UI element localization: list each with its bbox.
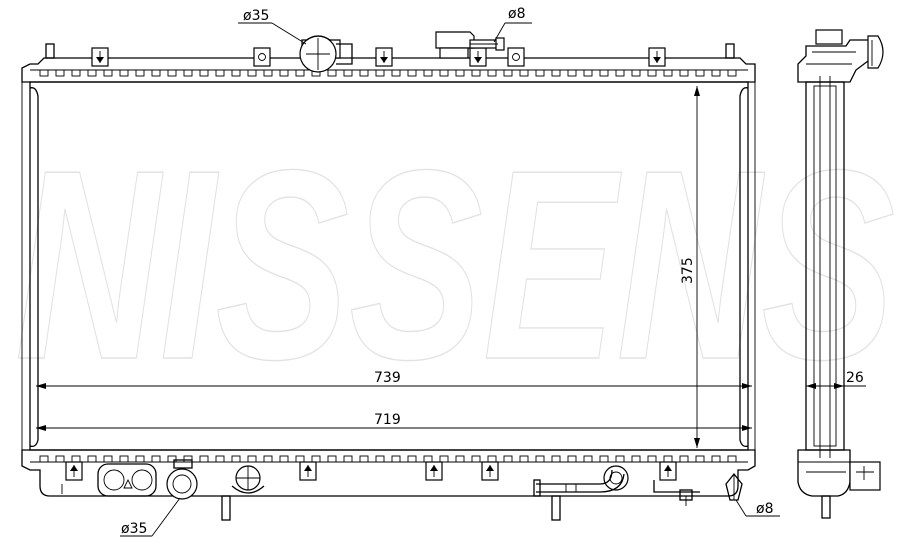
radiator-core — [21, 81, 756, 451]
dimension-core-width: 739 — [36, 370, 752, 389]
dimension-label-26: 26 — [846, 370, 864, 386]
label-bottom-outlet-diameter: ø35 — [121, 521, 147, 537]
callout-top-vent: ø8 — [493, 6, 532, 43]
dimension-label-719: 719 — [374, 412, 401, 428]
label-bottom-drain-diameter: ø8 — [756, 501, 773, 517]
dimension-core-height: 375 — [680, 86, 700, 448]
callout-bottom-drain: ø8 — [735, 499, 780, 517]
dimension-label-375: 375 — [680, 257, 696, 284]
callout-top-inlet: ø35 — [238, 8, 307, 45]
top-inlet-pipe — [299, 35, 353, 73]
filler-neck — [435, 31, 505, 59]
dimension-label-739: 739 — [374, 370, 401, 386]
side-view: 26 — [797, 29, 884, 519]
dimension-inner-width: 719 — [36, 412, 752, 431]
label-top-inlet-diameter: ø35 — [243, 8, 269, 24]
watermark: NISSENS — [15, 115, 896, 416]
front-view: 739 719 375 ø35 ø8 — [21, 6, 780, 537]
label-top-vent-diameter: ø8 — [508, 6, 525, 22]
bottom-tank — [21, 449, 756, 521]
callout-bottom-outlet: ø35 — [120, 497, 181, 537]
top-tank — [21, 43, 756, 83]
